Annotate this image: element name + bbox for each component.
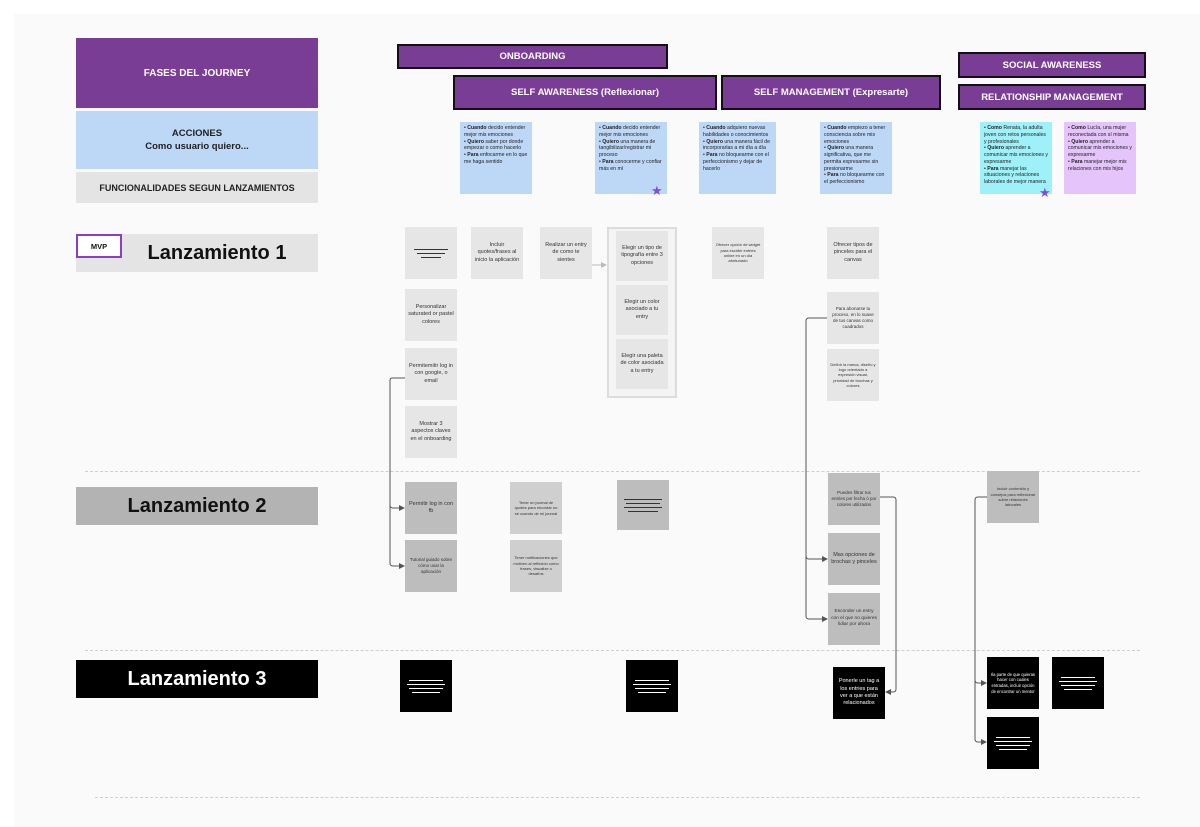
connector — [974, 680, 987, 745]
release-2-label: Lanzamiento 2 — [76, 487, 318, 525]
feature-card-placeholder[interactable] — [400, 660, 452, 712]
feature-card[interactable]: Realizar un entry de como te sientes — [540, 227, 592, 279]
feature-card-placeholder[interactable] — [405, 227, 457, 279]
connector — [805, 556, 828, 622]
journey-phases-header: FASES DEL JOURNEY — [76, 38, 318, 108]
feature-card[interactable]: Puedes filtrar tus entries por fecha ó p… — [828, 473, 880, 525]
features-header: FUNCIONALIDADES SEGUN LANZAMIENTOS — [76, 172, 318, 203]
feature-card[interactable]: Tener un journal de quotes para recordar… — [510, 482, 562, 534]
feature-card[interactable]: Permitemitir log in con google, o email — [405, 348, 457, 400]
feature-card-placeholder[interactable] — [987, 717, 1039, 769]
text-lines-icon — [994, 736, 1032, 750]
phase-social-awareness[interactable]: SOCIAL AWARENESS — [958, 52, 1146, 78]
text-lines-icon — [624, 498, 662, 512]
feature-card[interactable]: Definir la marca, diseño y logo orientad… — [827, 349, 879, 401]
feature-card[interactable]: Elegir un tipo de tipografía entre 3 opc… — [616, 231, 668, 281]
feature-card[interactable]: Permitir log in con fb — [405, 482, 457, 534]
feature-card[interactable]: Personalizar saturated or pastel colores — [405, 289, 457, 341]
phase-self-awareness[interactable]: SELF AWARENESS (Reflexionar) — [453, 75, 717, 110]
connector — [389, 505, 405, 569]
mvp-tag: MVP — [76, 234, 122, 258]
release-separator — [95, 797, 1140, 798]
star-icon: ★ — [651, 183, 663, 198]
phase-relationship-management[interactable]: RELATIONSHIP MANAGEMENT — [958, 84, 1146, 110]
sticky-note[interactable]: • Cuando decido entender mejor mis emoci… — [460, 122, 532, 194]
feature-card[interactable]: Mas opciones de brochas y pinceles — [828, 533, 880, 585]
connector — [805, 317, 828, 562]
phase-onboarding[interactable]: ONBOARDING — [397, 44, 668, 69]
text-lines-icon — [633, 679, 671, 693]
sticky-note[interactable]: • Cuando empiezo a tener consciencia sob… — [820, 122, 892, 194]
feature-card[interactable]: Tutorial guiado sobre cómo usar la aplic… — [405, 540, 457, 592]
feature-card[interactable]: Ponerle un tag a los entries para ver a … — [833, 667, 885, 719]
text-lines-icon — [407, 679, 445, 693]
phase-self-management[interactable]: SELF MANAGEMENT (Expresarte) — [721, 75, 941, 110]
feature-card[interactable]: Para abonarse tu proceso, en lo suave de… — [827, 292, 879, 344]
feature-card[interactable]: Ofrecer tipos de pinceles para el canvas — [827, 227, 879, 279]
feature-card[interactable]: Incluir quotes/frases al inicio la aplic… — [471, 227, 523, 279]
feature-card[interactable]: Mostrar 3 aspectos claves en el onboardi… — [405, 406, 457, 458]
feature-card[interactable]: Ila parte de que quieras hacer con cuale… — [987, 657, 1039, 709]
feature-card[interactable]: Incluir contenido y consejos para reflex… — [987, 471, 1039, 523]
text-lines-icon — [414, 248, 448, 258]
release-separator — [85, 650, 1140, 651]
connector — [389, 377, 405, 511]
release-3-label: Lanzamiento 3 — [76, 660, 318, 698]
feature-card[interactable]: Tener notificaciones que motiven al refl… — [510, 540, 562, 592]
star-icon: ★ — [1039, 185, 1051, 200]
sticky-note[interactable]: • Cuando adquiero nuevas habilidades o c… — [699, 122, 776, 194]
sticky-note[interactable]: • Como Lucía, una mujer reconectada con … — [1064, 122, 1136, 194]
release-separator — [85, 471, 1140, 472]
text-lines-icon — [1059, 676, 1097, 690]
feature-card[interactable]: Ofrecer opción de widget para escribir e… — [712, 227, 764, 279]
sticky-note[interactable]: • Cuando decido entender mejor mis emoci… — [595, 122, 667, 194]
actions-header: ACCIONES Como usuario quiero... — [76, 111, 318, 169]
actions-header-title: ACCIONES — [171, 128, 223, 139]
feature-card[interactable]: Elegir una paleta de color asociada a tu… — [616, 339, 668, 389]
feature-card-placeholder[interactable] — [626, 660, 678, 712]
feature-card[interactable]: Esconder un entry con el que no quieres … — [828, 593, 880, 645]
feature-card-placeholder[interactable] — [617, 480, 669, 530]
feature-card-placeholder[interactable] — [1052, 657, 1104, 709]
connector — [880, 496, 897, 695]
sticky-note[interactable]: • Como Renata, la adulta joven con retos… — [980, 122, 1052, 194]
connector — [974, 496, 987, 686]
feature-card[interactable]: Elegir un color asociado a tu entry — [616, 285, 668, 335]
actions-header-subtitle: Como usuario quiero... — [145, 141, 249, 152]
